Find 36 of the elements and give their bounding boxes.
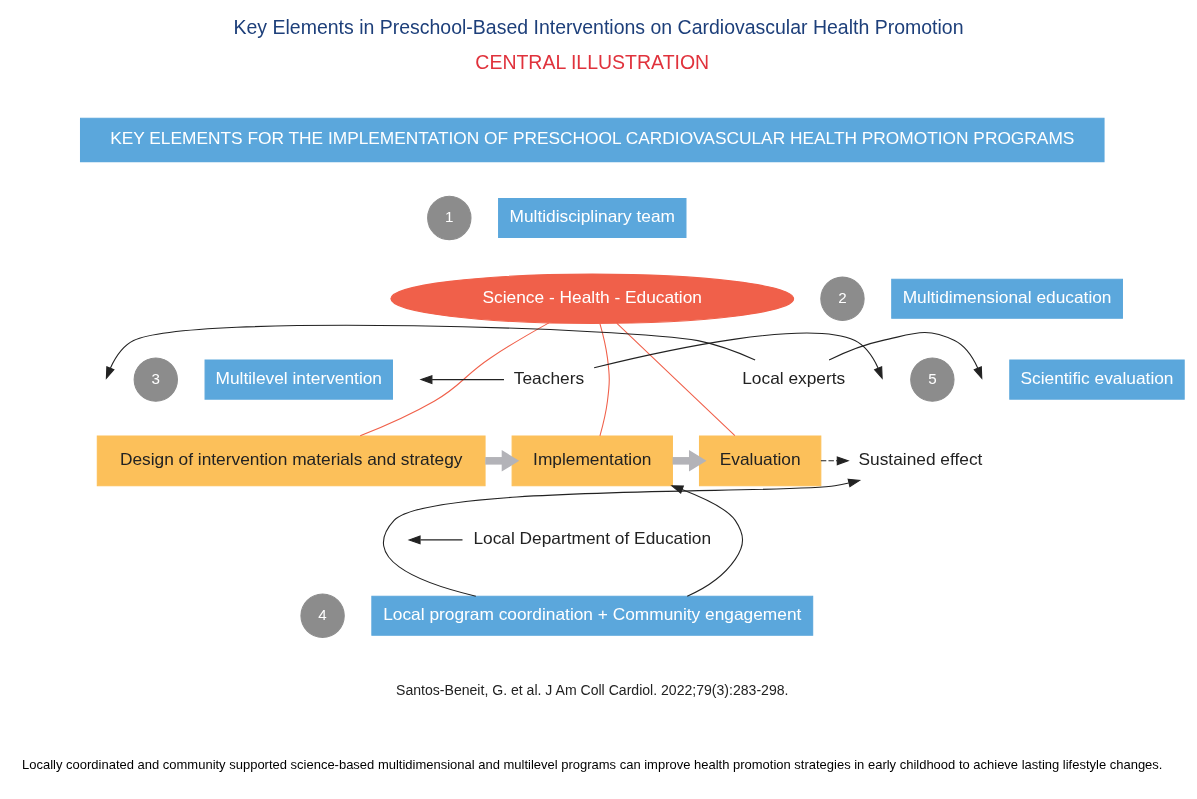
arrow (407, 535, 464, 545)
arrow (672, 450, 707, 472)
node-circle: 3 (133, 357, 178, 402)
node-box: Design of intervention materials and strategy (96, 435, 486, 487)
node-ellipse: Science - Health - Education (390, 273, 795, 324)
arrow (593, 332, 883, 380)
arrow (670, 485, 744, 597)
node-text: Local experts (742, 367, 846, 388)
arrow (820, 456, 850, 466)
node-box: KEY ELEMENTS FOR THE IMPLEMENTATION OF PRESCHOOL CARDIOVASCULAR HEALTH PROMOTION PROGRAMS (79, 117, 1105, 163)
arrow (485, 450, 520, 472)
node-circle: 5 (910, 357, 955, 402)
node-box: Scientific evaluation (1009, 359, 1185, 400)
label: CENTRAL ILLUSTRATION (475, 50, 710, 73)
diagram-title: Key Elements in Preschool-Based Interventions on Cardiovascular Health Promotion (233, 16, 964, 39)
node-circle: 4 (300, 593, 345, 638)
label: Santos-Beneit, G. et al. J Am Coll Cardiol. 2022;79(3):283-298. (396, 682, 789, 699)
connector (616, 322, 736, 437)
node-text: Teachers (513, 367, 585, 388)
node-box: Multidimensional education (891, 278, 1123, 319)
node-circle: 1 (427, 195, 472, 241)
arrow (383, 478, 862, 597)
node-box: Evaluation (698, 435, 822, 487)
arrow (828, 332, 983, 380)
node-text: Sustained effect (858, 448, 983, 469)
arrow (419, 375, 505, 385)
node-circle: 2 (820, 276, 865, 321)
node-box: Multidisciplinary team (498, 197, 687, 238)
arrow (105, 324, 756, 380)
connector (359, 322, 550, 437)
connector (599, 322, 610, 437)
node-box: Implementation (511, 435, 673, 487)
caption: Locally coordinated and community supported science-based multidimensional and multilevel programs can improve health promotion strategies in early childhood to achieve lasting lifestyle changes. (22, 756, 1163, 772)
node-text: Local Department of Education (473, 528, 712, 549)
node-box: Local program coordination + Community engagement (371, 595, 814, 636)
node-box: Multilevel intervention (204, 359, 393, 400)
